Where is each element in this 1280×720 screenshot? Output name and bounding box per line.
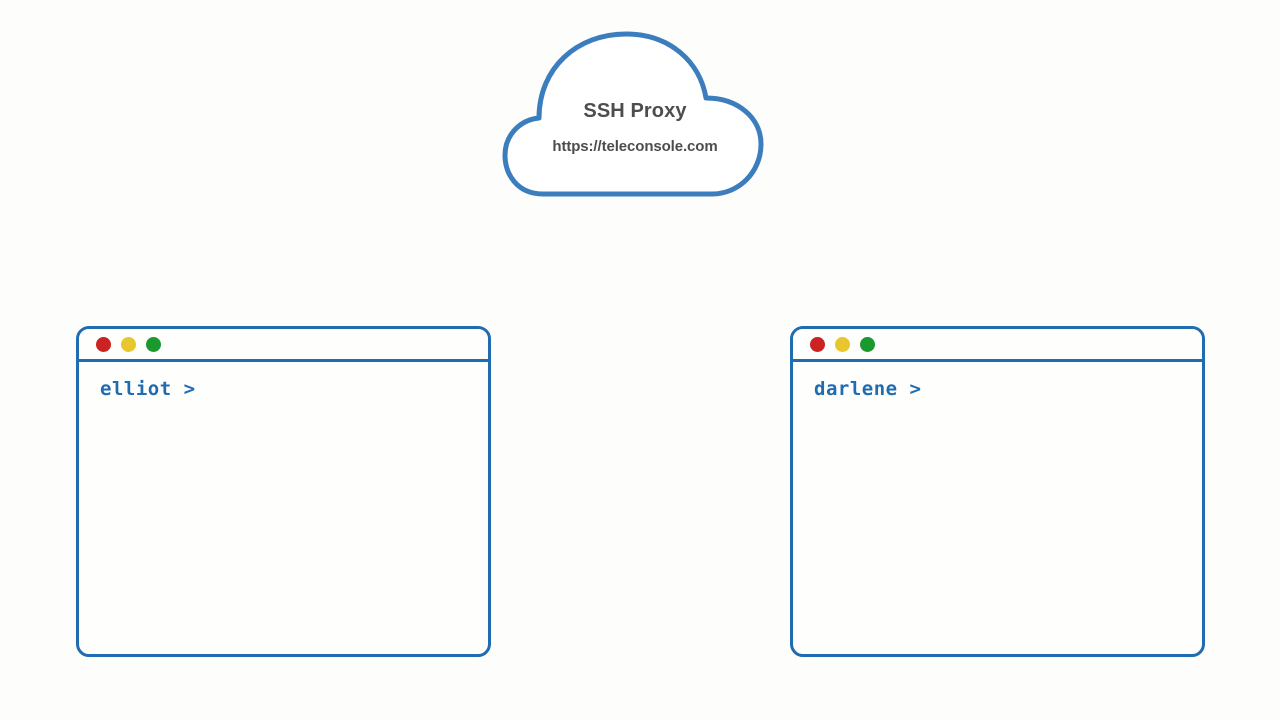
terminal-window-darlene[interactable]: darlene > [790, 326, 1205, 657]
minimize-dot[interactable] [121, 336, 136, 352]
close-dot[interactable] [810, 336, 825, 352]
close-dot[interactable] [96, 336, 111, 352]
terminal-body[interactable]: darlene > [793, 362, 1202, 654]
terminal-prompt: darlene > [814, 378, 922, 400]
cloud-shape-icon [502, 31, 764, 197]
maximize-dot[interactable] [146, 336, 161, 352]
terminal-body[interactable]: elliot > [79, 362, 488, 654]
minimize-dot[interactable] [835, 336, 850, 352]
maximize-dot[interactable] [860, 336, 875, 352]
terminal-window-elliot[interactable]: elliot > [76, 326, 491, 657]
terminal-prompt: elliot > [100, 378, 196, 400]
terminal-titlebar[interactable] [79, 329, 488, 362]
terminal-titlebar[interactable] [793, 329, 1202, 362]
ssh-proxy-cloud: SSH Proxy https://teleconsole.com [495, 22, 775, 204]
